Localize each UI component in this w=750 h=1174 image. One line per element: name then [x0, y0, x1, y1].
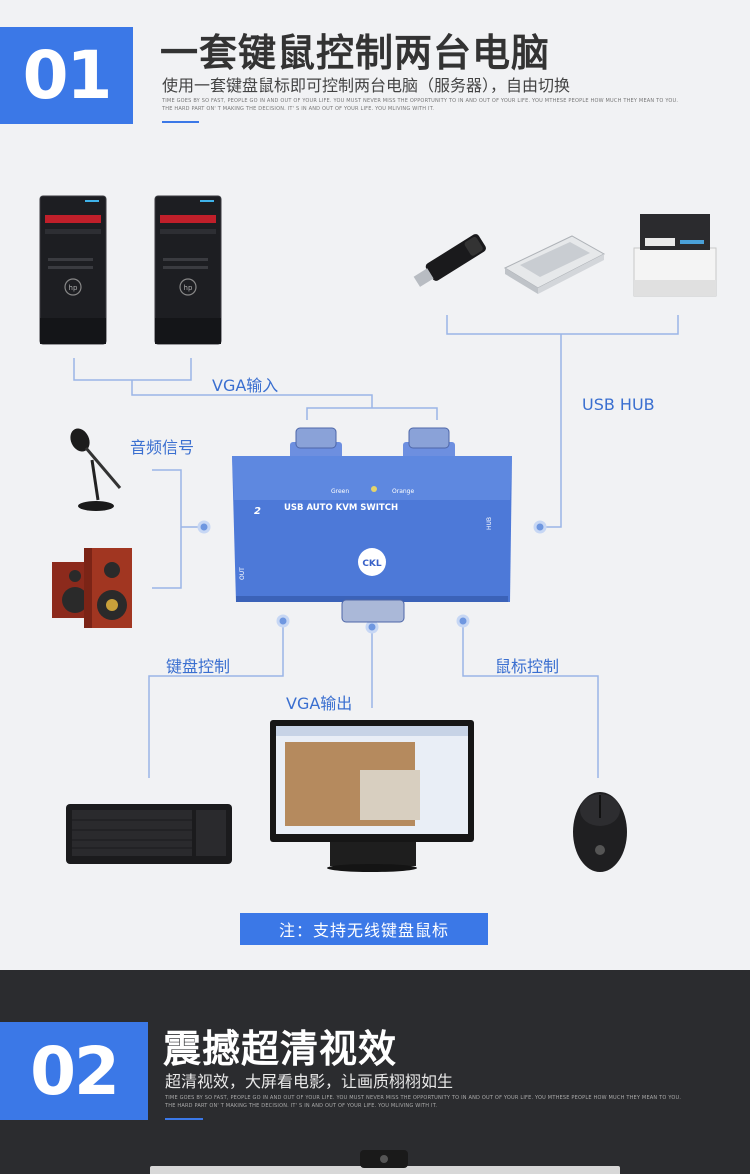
label-audio: 音频信号: [130, 438, 195, 457]
connection-diagram: hp hp: [39, 195, 717, 872]
connector-lines: [73, 315, 679, 778]
page-title: 一套键鼠控制两台电脑: [160, 31, 551, 75]
wireless-note-badge: 注：支持无线键盘鼠标: [240, 913, 488, 945]
page-subtitle: 使用一套键盘鼠标即可控制两台电脑（服务器），自由切换: [162, 76, 571, 95]
svg-text:hp: hp: [184, 284, 193, 292]
section-number-2: 02: [0, 1022, 148, 1120]
section-1: hp hp: [0, 27, 717, 945]
section-number: 01: [0, 27, 133, 124]
kvm-switch-icon: 2: [232, 427, 512, 623]
svg-text:hp: hp: [69, 284, 78, 292]
pc-tower-icon: hp: [39, 195, 107, 345]
label-mouse-ctrl: 鼠标控制: [495, 657, 560, 676]
title-underline: [162, 121, 199, 123]
scanner-icon: [503, 235, 606, 294]
section-2-title: 震撼超清视效: [163, 1027, 398, 1071]
kvm-model-text: USB AUTO KVM SWITCH: [284, 503, 398, 513]
led-green-label: Green: [331, 488, 349, 495]
keyboard-icon: [66, 804, 232, 864]
section-2-subtitle: 超清视效，大屏看电影，让画质栩栩如生: [165, 1072, 454, 1091]
kvm-brand-text: CKL: [362, 559, 382, 569]
decorative-tagline-2: THE HARD PART ON' T MAKING THE DECISION.…: [165, 1103, 438, 1109]
svg-text:2: 2: [254, 506, 261, 517]
usb-drive-icon: [413, 234, 486, 287]
monitor-icon: [270, 720, 474, 872]
label-usb-hub: USB HUB: [582, 395, 655, 414]
speaker-icon: [52, 548, 132, 628]
decorative-tagline-2: THE HARD PART ON' T MAKING THE DECISION.…: [162, 106, 435, 112]
decorative-tagline: TIME GOES BY SO FAST, PEOPLE GO IN AND O…: [165, 1095, 682, 1101]
pc-tower-icon: hp: [154, 195, 222, 345]
decorative-tagline: TIME GOES BY SO FAST, PEOPLE GO IN AND O…: [162, 98, 679, 104]
label-vga-in: VGA输入: [212, 376, 279, 395]
label-keyboard-ctrl: 键盘控制: [166, 657, 231, 676]
led-orange-label: Orange: [392, 488, 414, 495]
port-out-label: OUT: [239, 567, 246, 580]
port-hub-label: HUB: [486, 517, 493, 530]
mouse-icon: [573, 792, 627, 872]
connection-dots: [197, 520, 547, 634]
monitor-preview-icon: [150, 1150, 620, 1174]
printer-icon: [633, 214, 717, 297]
microphone-icon: [70, 428, 122, 511]
label-vga-out: VGA输出: [286, 694, 353, 713]
title-underline: [165, 1118, 203, 1120]
